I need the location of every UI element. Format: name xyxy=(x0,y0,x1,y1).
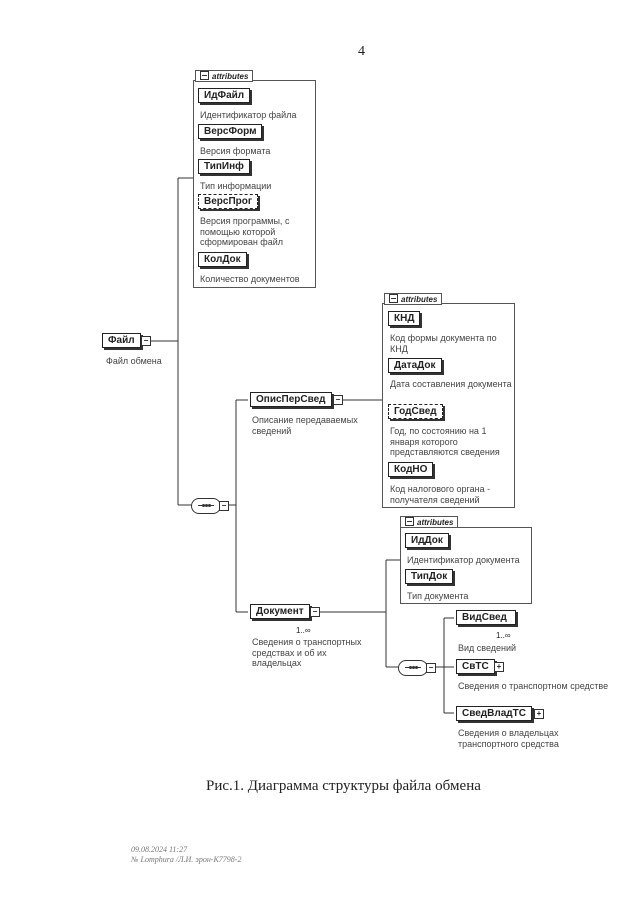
stamp-line-1: 09.08.2024 11:27 xyxy=(131,845,188,854)
document-multiplicity: 1..∞ xyxy=(296,626,311,635)
attributes-label: attributes xyxy=(401,295,438,304)
collapse-icon[interactable]: − xyxy=(141,336,151,346)
element-svts-desc: Сведения о транспортном средстве xyxy=(458,681,609,691)
page-number: 4 xyxy=(358,44,365,59)
attr-idfile[interactable]: ИдФайл xyxy=(198,88,251,103)
element-opispersved-desc: Описание передаваемых сведений xyxy=(252,415,358,436)
element-document-desc: Сведения о транспортных средствах и об и… xyxy=(252,637,362,668)
collapse-icon[interactable]: − xyxy=(333,395,343,405)
collapse-icon[interactable]: − xyxy=(219,501,229,511)
attr-kodno-desc: Код налогового органа - получателя сведе… xyxy=(390,484,491,505)
stamp-line-2: № Lomphura /Л.И. эрон-К7798-2 xyxy=(131,855,242,864)
attributes-label: attributes xyxy=(212,72,249,81)
attr-kodno[interactable]: КодНО xyxy=(388,462,434,477)
element-svts[interactable]: СвТС xyxy=(456,659,495,674)
attr-godsved[interactable]: ГодСвед xyxy=(388,404,443,419)
document-attributes-header: attributes xyxy=(400,516,459,528)
root-element-desc: Файл обмена xyxy=(106,356,162,366)
attr-tipdok[interactable]: ТипДок xyxy=(405,569,454,584)
attr-datadok[interactable]: ДатаДок xyxy=(388,358,442,373)
attr-tipdok-desc: Тип документа xyxy=(407,591,469,601)
attr-koldok-desc: Количество документов xyxy=(200,274,300,284)
attr-iddok[interactable]: ИдДок xyxy=(405,533,449,548)
attr-versform[interactable]: ВерсФорм xyxy=(198,124,263,139)
element-svedvladts-desc: Сведения о владельцах транспортного сред… xyxy=(458,728,559,749)
element-svedvladts[interactable]: СведВладТС xyxy=(456,706,532,721)
attr-versform-desc: Версия формата xyxy=(200,146,271,156)
attr-versprog-desc: Версия программы, с помощью которой сфор… xyxy=(200,216,290,247)
sequence-icon[interactable] xyxy=(191,498,221,514)
root-element-file[interactable]: Файл xyxy=(102,333,141,348)
sequence-icon[interactable] xyxy=(398,660,428,676)
element-vidsved[interactable]: ВидСвед xyxy=(456,610,516,625)
expand-icon[interactable]: + xyxy=(534,709,544,719)
collapse-icon[interactable]: − xyxy=(426,663,436,673)
attr-datadok-desc: Дата составления документа xyxy=(390,379,512,389)
attr-versprog[interactable]: ВерсПрог xyxy=(198,194,259,209)
attr-tipinf[interactable]: ТипИнф xyxy=(198,159,250,174)
collapse-icon[interactable] xyxy=(405,517,414,526)
element-document[interactable]: Документ xyxy=(250,604,310,619)
attr-koldok[interactable]: КолДок xyxy=(198,252,247,267)
attr-knd-desc: Код формы документа по КНД xyxy=(390,333,497,354)
file-attributes-header: attributes xyxy=(195,70,254,82)
attr-tipinf-desc: Тип информации xyxy=(200,181,272,191)
expand-icon[interactable]: + xyxy=(494,662,504,672)
attr-iddok-desc: Идентификатор документа xyxy=(407,555,520,565)
attr-knd[interactable]: КНД xyxy=(388,311,421,326)
opis-attributes-header: attributes xyxy=(384,293,443,305)
figure-caption: Рис.1. Диаграмма структуры файла обмена xyxy=(206,778,481,794)
attributes-label: attributes xyxy=(417,518,454,527)
element-opispersved[interactable]: ОписПерСвед xyxy=(250,392,332,407)
element-vidsved-desc: Вид сведений xyxy=(458,643,517,653)
collapse-icon[interactable] xyxy=(200,71,209,80)
collapse-icon[interactable]: − xyxy=(310,607,320,617)
vidsved-multiplicity: 1..∞ xyxy=(496,631,511,640)
attr-idfile-desc: Идентификатор файла xyxy=(200,110,297,120)
attr-godsved-desc: Год, по состоянию на 1 января которого п… xyxy=(390,426,500,457)
collapse-icon[interactable] xyxy=(389,294,398,303)
